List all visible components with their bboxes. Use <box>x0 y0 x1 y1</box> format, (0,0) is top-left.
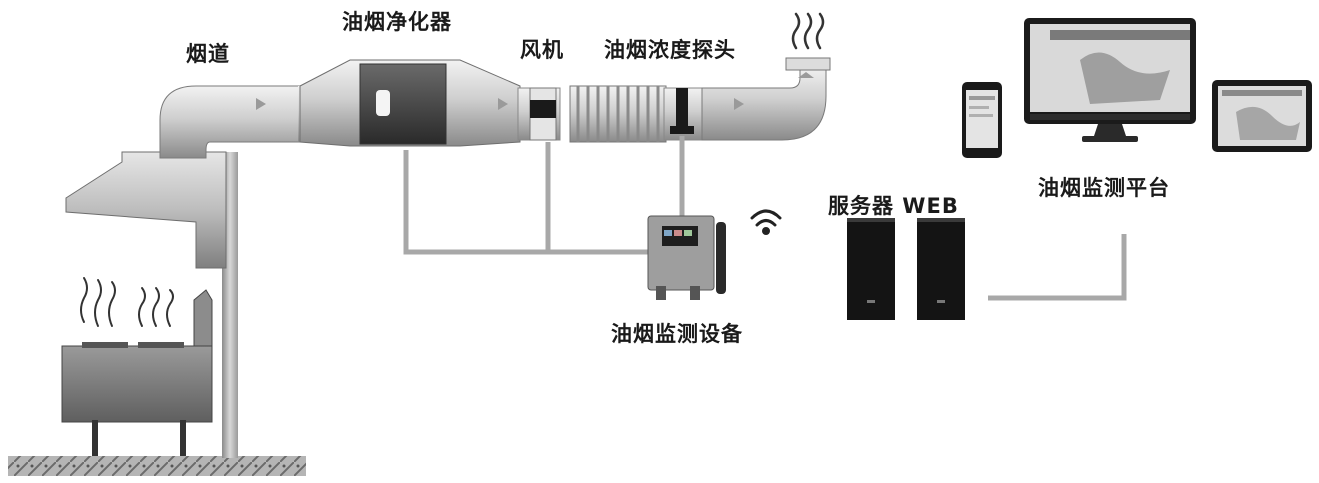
stove-top-left <box>82 342 128 348</box>
server-right <box>917 218 965 320</box>
purifier-panel <box>359 63 447 145</box>
steam-icon <box>791 12 825 50</box>
ground <box>8 456 306 476</box>
stove-top-right <box>138 342 184 348</box>
steam-icon <box>80 277 174 327</box>
monitoring-device <box>647 215 726 300</box>
probe-base <box>670 126 694 134</box>
flow-arrows <box>256 72 814 110</box>
phone-icon <box>962 82 1002 158</box>
exhaust-duct <box>701 65 827 141</box>
server-left <box>847 218 895 320</box>
exhaust-outlet <box>785 57 831 71</box>
flue-elbow <box>159 85 301 159</box>
label-server: 服务器 WEB <box>828 194 959 218</box>
label-flue: 烟道 <box>186 42 230 66</box>
monitor-icon <box>1024 18 1196 142</box>
range-hood <box>65 151 227 269</box>
label-platform: 油烟监测平台 <box>1038 176 1170 200</box>
stove <box>61 345 213 423</box>
stove-leg-left <box>92 420 98 456</box>
bellows-duct <box>569 85 667 143</box>
signal-cables <box>403 136 1127 301</box>
purifier-window <box>376 90 390 116</box>
label-fan: 风机 <box>520 38 564 62</box>
wifi-icon <box>750 209 782 235</box>
label-purifier: 油烟净化器 <box>342 10 452 34</box>
tablet-icon <box>1212 80 1312 152</box>
fan-mount <box>530 100 556 118</box>
label-monitoring-device: 油烟监测设备 <box>611 322 743 346</box>
label-probe: 油烟浓度探头 <box>604 38 736 62</box>
stove-backguard <box>193 289 213 347</box>
stove-leg-right <box>180 420 186 456</box>
concentration-probe <box>676 88 688 130</box>
